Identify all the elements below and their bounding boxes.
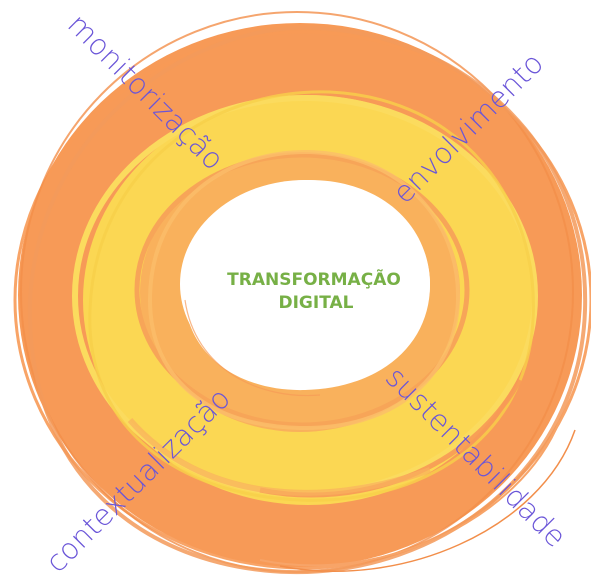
center-title-line1: TRANSFORMAÇÃO xyxy=(227,267,401,290)
center-hole xyxy=(180,179,430,397)
center-title-line2: DIGITAL xyxy=(279,293,354,313)
